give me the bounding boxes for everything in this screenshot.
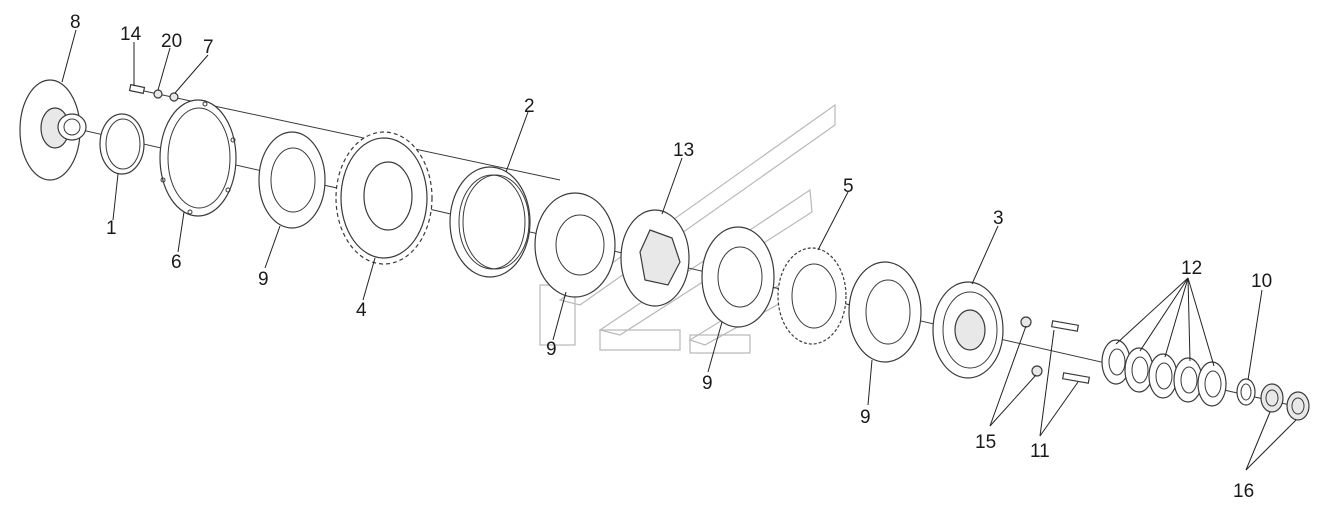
part-9-disc-a — [258, 131, 326, 229]
label-part-13: 13 — [673, 140, 694, 161]
part-7-nut — [169, 92, 179, 102]
label-part-10: 10 — [1251, 271, 1272, 292]
part-20-washer — [153, 89, 163, 99]
part-8-hub — [19, 79, 87, 181]
part-9-disc-b — [534, 192, 616, 298]
label-part-8: 8 — [70, 12, 81, 33]
part-11-bolts — [1050, 320, 1091, 384]
label-part-1: 1 — [106, 218, 117, 239]
label-part-16: 16 — [1233, 481, 1254, 502]
part-9-disc-d — [848, 261, 922, 363]
part-12-washers — [1101, 339, 1227, 407]
label-part-7: 7 — [203, 37, 214, 58]
label-part-12: 12 — [1181, 258, 1202, 279]
part-9-disc-c — [701, 226, 775, 328]
part-16-nuts — [1260, 383, 1310, 421]
part-5-disc — [777, 247, 847, 345]
leader-lines — [61, 29, 1297, 471]
label-part-14: 14 — [120, 24, 142, 45]
label-part-3: 3 — [993, 208, 1004, 229]
part-14-bolt — [128, 83, 146, 95]
part-1-ring — [99, 113, 145, 175]
part-3-cage — [932, 281, 1004, 379]
label-part-4: 4 — [356, 300, 367, 321]
label-part-6: 6 — [171, 252, 182, 273]
part-2-drum — [449, 166, 531, 278]
label-part-20: 20 — [161, 31, 182, 52]
part-4-sprocket — [335, 131, 433, 265]
part-13-hub — [620, 209, 690, 307]
label-part-9-b: 9 — [546, 339, 557, 360]
label-part-9-d: 9 — [860, 407, 871, 428]
label-part-5: 5 — [843, 176, 854, 197]
label-part-15: 15 — [975, 432, 996, 453]
part-10-ring — [1236, 378, 1256, 406]
label-part-9-c: 9 — [702, 373, 713, 394]
label-part-9-a: 9 — [258, 269, 269, 290]
label-part-2: 2 — [524, 96, 535, 117]
label-part-11: 11 — [1030, 441, 1050, 462]
part-6-plate — [159, 99, 237, 217]
